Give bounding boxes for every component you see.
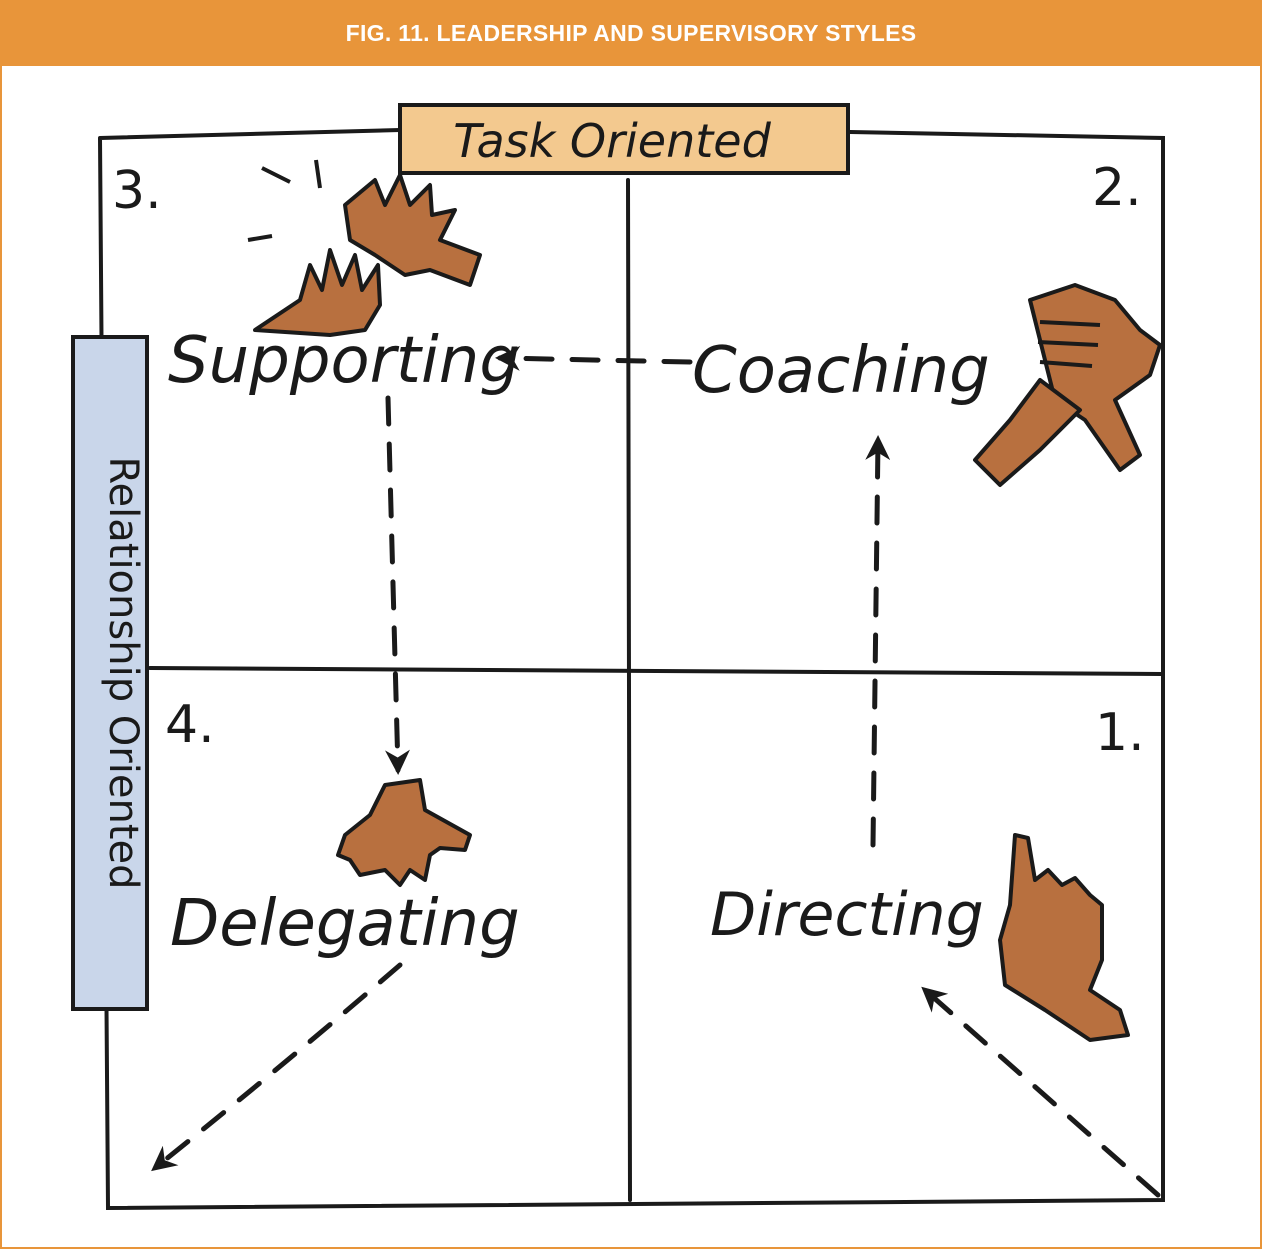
high-five-hands-icon xyxy=(247,159,482,337)
arrow-supporting-to-delegating xyxy=(384,395,410,775)
supporting-label: Supporting xyxy=(168,324,520,398)
arrow-start-to-directing xyxy=(921,986,1161,1198)
quadrant-2-number: 2. xyxy=(1092,158,1142,218)
figure-header: FIG. 11. LEADERSHIP AND SUPERVISORY STYL… xyxy=(0,0,1262,66)
coaching-label: Coaching xyxy=(692,334,990,408)
directing-label: Directing xyxy=(710,880,984,950)
quadrant-4-number: 4. xyxy=(165,695,215,755)
task-oriented-text: Task Oriented xyxy=(453,114,771,168)
relationship-oriented-label: Relationship Oriented xyxy=(71,335,149,1011)
arrow-delegating-out xyxy=(151,962,403,1172)
pointing-hand-icon xyxy=(998,833,1130,1042)
relationship-oriented-text: Relationship Oriented xyxy=(100,457,146,890)
task-oriented-label: Task Oriented xyxy=(398,103,850,175)
quadrant-3-number: 3. xyxy=(112,161,162,221)
quadrant-1-number: 1. xyxy=(1095,703,1145,763)
open-palm-hand-icon xyxy=(336,778,472,887)
delegating-label: Delegating xyxy=(170,887,520,961)
handshake-icon xyxy=(973,283,1162,487)
quadrant-grid xyxy=(98,128,1165,1211)
arrow-coaching-to-supporting xyxy=(495,345,693,371)
figure-title: FIG. 11. LEADERSHIP AND SUPERVISORY STYL… xyxy=(345,19,917,46)
arrow-directing-to-coaching xyxy=(865,435,891,848)
